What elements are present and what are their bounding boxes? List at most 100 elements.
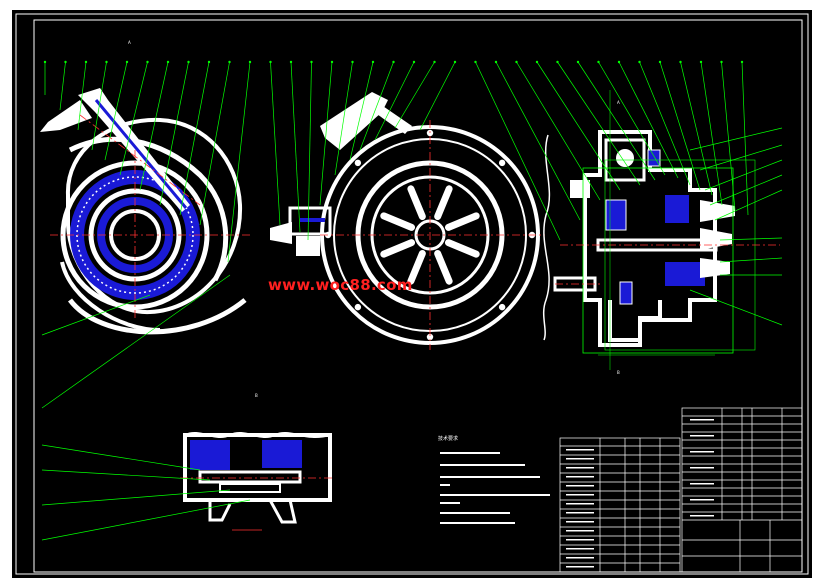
table-cell-text (566, 458, 594, 460)
impeller-vane (434, 185, 453, 221)
balloon-marker (105, 60, 108, 64)
leader-line (699, 144, 783, 171)
leader-line (709, 174, 783, 206)
leader-line (199, 61, 230, 226)
note-line (440, 512, 510, 514)
view-label-a: A (128, 40, 131, 45)
left-section-view (40, 88, 250, 335)
leader-line (419, 61, 456, 131)
leader-line (719, 237, 783, 241)
leader-line (319, 61, 333, 206)
note-line (440, 502, 460, 504)
leader-line (159, 61, 189, 206)
balloon-marker (392, 60, 395, 64)
table-cell-text (566, 485, 594, 487)
bolt-hole (426, 333, 434, 341)
leader-line (557, 61, 641, 186)
balloon-marker (187, 60, 190, 64)
leader-line (359, 61, 394, 151)
leader-line (41, 489, 231, 506)
leader-line (719, 257, 783, 263)
detail-section-view (180, 432, 335, 531)
bolt-hole (354, 159, 362, 167)
balloon-marker (556, 60, 559, 64)
note-line (440, 464, 525, 466)
parts-list-and-title-block (559, 407, 803, 573)
leader-line (680, 61, 713, 196)
bolt-hole (498, 303, 506, 311)
table-cell-text (566, 476, 594, 478)
table-cell-text (690, 419, 714, 421)
balloon-marker (289, 60, 293, 64)
leader-line (290, 61, 301, 233)
leader-line (598, 61, 666, 176)
table-cell-text (566, 521, 594, 523)
leader-line (618, 61, 679, 179)
balloon-marker (699, 60, 703, 64)
right-section-view (542, 90, 780, 370)
balloon-marker (638, 60, 641, 64)
leader-line (41, 469, 211, 481)
leader-line (475, 61, 561, 241)
balloon-marker (248, 60, 252, 64)
leader-line (639, 61, 691, 186)
leader-line (689, 127, 783, 151)
leader-line (349, 61, 374, 161)
impeller-vane (380, 212, 416, 231)
outer-border (15, 13, 809, 575)
leader-line (270, 61, 281, 226)
balloon-marker (351, 60, 354, 64)
table-cell-text (690, 483, 714, 485)
impeller-vane (434, 249, 453, 285)
table-cell-text (690, 451, 714, 453)
balloon-marker (310, 60, 313, 64)
impeller-vane (444, 239, 480, 258)
view-label-b-right: B (617, 370, 620, 375)
watermark-text: www.woc88.com (268, 276, 413, 294)
table-cell-text (690, 515, 714, 517)
leader-line (334, 61, 353, 176)
balloon-marker (228, 60, 231, 64)
leader-line (41, 274, 231, 409)
leader-line (41, 499, 251, 541)
balloon-marker (166, 60, 170, 64)
balloon-marker (535, 60, 539, 64)
leader-line (41, 294, 151, 336)
note-line (440, 484, 450, 486)
balloon-marker (43, 60, 47, 64)
balloon-marker (474, 60, 477, 64)
table-cell-text (566, 467, 594, 469)
balloon-marker (720, 60, 723, 64)
leader-line (714, 189, 783, 221)
leader-line (227, 61, 251, 263)
balloon-marker (125, 60, 129, 64)
impeller-vane (407, 185, 426, 221)
table-cell-text (566, 449, 594, 451)
table-cell-text (566, 539, 594, 541)
balloon-marker (658, 60, 662, 64)
balloon-marker (330, 60, 334, 64)
balloon-marker (146, 60, 149, 64)
leader-line (659, 61, 701, 191)
view-label-b: B (255, 393, 258, 398)
leader-line (516, 61, 601, 201)
balloon-marker (433, 60, 436, 64)
notes-title: 技术要求 (438, 435, 458, 442)
leader-line (179, 61, 210, 216)
inner-border (33, 19, 803, 573)
leader-line (374, 61, 415, 141)
balloon-marker (84, 60, 88, 64)
leader-line (536, 61, 621, 191)
balloon-marker (597, 60, 600, 64)
leader-line (700, 61, 723, 206)
leader-line (704, 159, 783, 191)
table-cell-text (566, 557, 594, 559)
balloon-marker (515, 60, 518, 64)
table-cell-text (690, 435, 714, 437)
balloon-marker (617, 60, 621, 64)
note-line (440, 452, 500, 454)
leader-line (91, 61, 107, 151)
bolt-hole (498, 159, 506, 167)
balloon-marker (494, 60, 498, 64)
